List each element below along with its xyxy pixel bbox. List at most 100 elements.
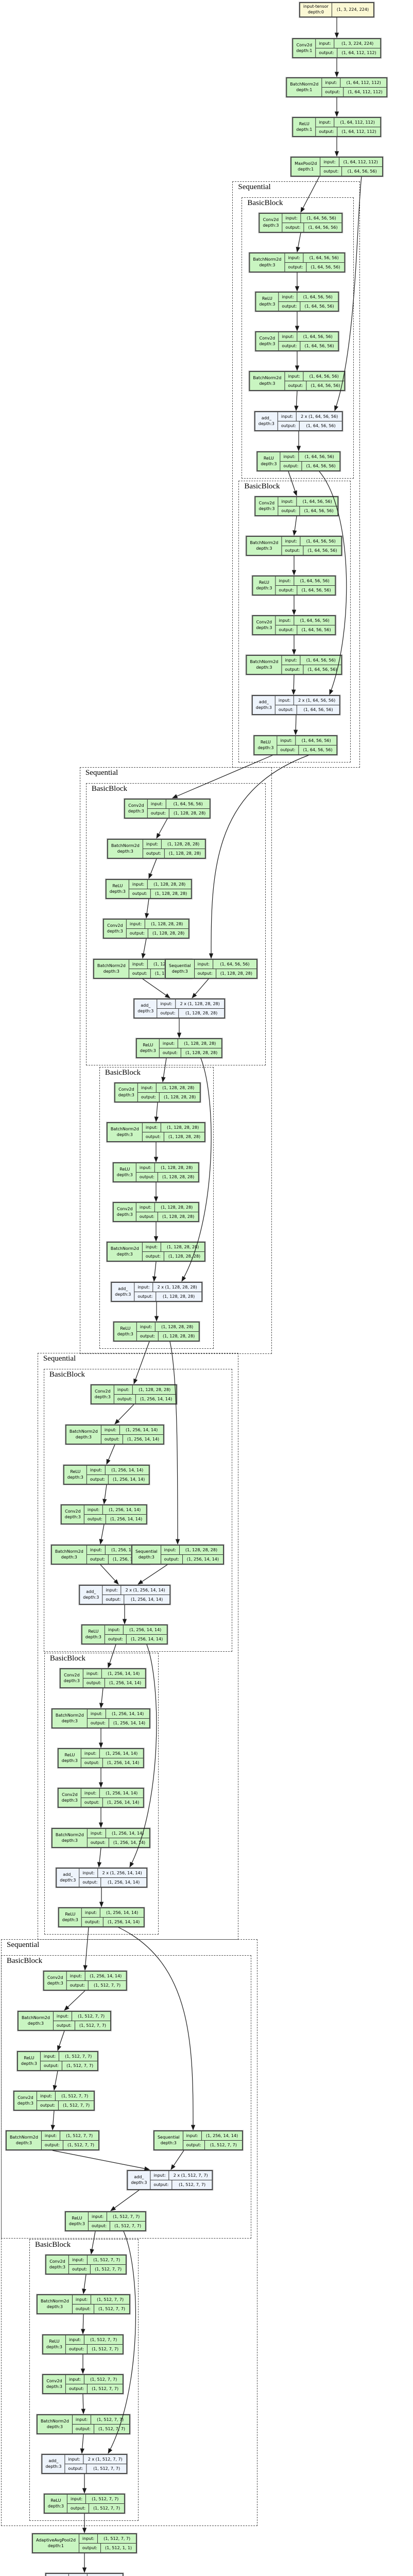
node-name-label: ReLU — [143, 1042, 153, 1047]
io-value-text: (1, 128, 28, 28) — [162, 1294, 195, 1299]
node-depth-label: depth:1 — [47, 2543, 64, 2548]
io-label-input: input: — [276, 696, 295, 705]
node-io: input:(1, 256, 14, 14)output:(1, 256, 14… — [101, 1426, 164, 1444]
node-depth-label: depth:3 — [47, 2503, 64, 2509]
io-row-output: output:(1, 128, 28, 28) — [134, 1292, 201, 1301]
io-row-input: input:(1, 512, 7, 7) — [66, 2335, 123, 2344]
io-label-text: input: — [104, 1428, 117, 1432]
io-row-input: input:(1, 256, 14, 14) — [87, 1466, 149, 1475]
io-label-text: output: — [283, 464, 299, 468]
io-value-text: (1, 512, 7, 7) — [92, 2386, 119, 2391]
io-value-input: 2 x (1, 64, 56, 56) — [294, 696, 339, 705]
io-value-output: (1, 512, 7, 7) — [87, 2464, 127, 2473]
io-value-text: (1, 128, 28, 28) — [168, 1134, 201, 1139]
io-value-text: (1, 64, 56, 56) — [304, 304, 334, 309]
io-label-output: output: — [322, 88, 344, 96]
node-io: input:(1, 512, 1, 1)output:(1, 512) — [69, 2574, 123, 2576]
io-value-input: (1, 3, 224, 224) — [335, 39, 381, 48]
io-value-text: (1, 512, 7, 7) — [93, 2258, 121, 2262]
io-label-text: output: — [108, 1637, 123, 1641]
io-row-output: output:(1, 128, 28, 28) — [157, 1008, 224, 1018]
io-row-output: output:(1, 64, 56, 56) — [285, 262, 345, 272]
io-value-input: (1, 64, 56, 56) — [304, 253, 345, 262]
node-name-label: Conv2d — [95, 1388, 111, 1394]
io-value-text: (1, 512, 7, 7) — [113, 2214, 140, 2219]
node-io: input:(1, 256, 14, 14)output:(1, 512, 7,… — [66, 1972, 126, 1990]
io-label-input: input: — [89, 2212, 108, 2221]
io-label-input: input: — [183, 2131, 202, 2140]
io-value-text: (1, 64, 56, 56) — [301, 628, 331, 632]
io-label-input: input: — [54, 2012, 73, 2021]
node-name-label: ReLU — [24, 2055, 35, 2060]
io-row-input: input:(1, 256, 14, 14) — [81, 1749, 143, 1758]
io-value-text: (1, 64, 56, 56) — [173, 802, 203, 806]
io-row-input: input:(1, 128, 28, 28) — [160, 1039, 221, 1048]
node-io: input:(1, 64, 56, 56)output:(1, 64, 56, … — [280, 452, 340, 470]
io-label-text: output: — [84, 1920, 100, 1924]
node-io: input:(1, 128, 28, 28)output:(1, 128, 28… — [142, 1123, 205, 1141]
node-io: input:(1, 64, 56, 56)output:(1, 64, 56, … — [282, 537, 341, 555]
io-label-input: input: — [105, 1625, 124, 1634]
io-label-text: input: — [281, 414, 294, 419]
node-depth-label: depth:3 — [259, 301, 276, 307]
io-label-text: input: — [129, 922, 142, 926]
io-value-text: (1, 256, 14, 14) — [205, 2133, 238, 2138]
io-row-output: output:(1, 256, 14, 14) — [87, 1838, 150, 1847]
io-value-input: (1, 128, 28, 28) — [161, 1243, 204, 1251]
node-name-label: add_ — [48, 2458, 59, 2463]
io-label-output: output: — [316, 48, 338, 57]
io-label-text: output: — [139, 1175, 154, 1179]
io-label-output: output: — [148, 809, 169, 818]
io-row-output: output:(1, 256, 14, 14) — [87, 1475, 149, 1484]
io-value-input: (1, 256, 14, 14) — [100, 1749, 143, 1758]
io-row-input: input:(1, 64, 56, 56) — [277, 736, 336, 745]
io-value-output: (1, 256, 14, 14) — [104, 1918, 144, 1926]
io-value-text: (1, 128, 28, 28) — [139, 1387, 171, 1392]
node-name-label: BatchNorm2d — [250, 659, 279, 664]
io-value-output: (1, 128, 28, 28) — [158, 1212, 198, 1221]
cluster-label: BasicBlock — [105, 1069, 141, 1077]
io-row-output: output:(1, 64, 112, 112) — [316, 127, 381, 136]
io-label-input: input: — [73, 2415, 92, 2424]
io-label-input: input: — [114, 1385, 133, 1394]
node-depth-label: depth:3 — [257, 745, 274, 750]
node-name-label: Sequential — [135, 1549, 158, 1554]
node-io: input:(1, 64, 56, 56)output:(1, 64, 56, … — [282, 214, 342, 232]
io-value-input: (1, 512, 7, 7) — [84, 2335, 123, 2344]
io-value-text: (1, 256, 14, 14) — [112, 1557, 145, 1562]
io-row-output: output:(1, 256, 14, 14) — [114, 1394, 177, 1403]
io-label-text: output: — [43, 2063, 59, 2068]
node-io: input:(1, 64, 112, 112)output:(1, 64, 56… — [320, 158, 382, 176]
node-io: input:(1, 512, 7, 7)output:(1, 512, 7, 7… — [72, 2415, 130, 2433]
io-row-input: input:(1, 256, 14, 14) — [67, 1972, 126, 1980]
io-label-output: output: — [87, 1555, 109, 1564]
node-depth-label: depth:3 — [46, 2304, 63, 2309]
io-label-output: output: — [279, 342, 301, 350]
io-value-text: (1, 128, 28, 28) — [151, 922, 183, 926]
io-label-input: input: — [87, 1546, 106, 1554]
io-label-input: input: — [129, 880, 148, 889]
node-io: input:(1, 128, 28, 28)output:(1, 256, 14… — [161, 1546, 223, 1564]
io-label-input: input: — [280, 452, 299, 461]
io-label-input: input: — [150, 2171, 169, 2180]
io-label-input: input: — [66, 2375, 85, 2384]
node-depth-label: depth:3 — [17, 2100, 33, 2106]
node-name-label: ReLU — [112, 883, 123, 888]
io-value-text: (1, 64, 56, 56) — [309, 374, 339, 379]
io-value-output: (1, 256, 14, 14) — [124, 1595, 169, 1604]
io-row-input: input:(1, 64, 112, 112) — [320, 158, 382, 166]
io-label-input: input: — [143, 1243, 162, 1251]
io-value-text: (1, 64, 56, 56) — [301, 588, 331, 592]
io-value-input: 2 x (1, 256, 14, 14) — [98, 1869, 146, 1877]
io-label-text: output: — [82, 2546, 97, 2550]
